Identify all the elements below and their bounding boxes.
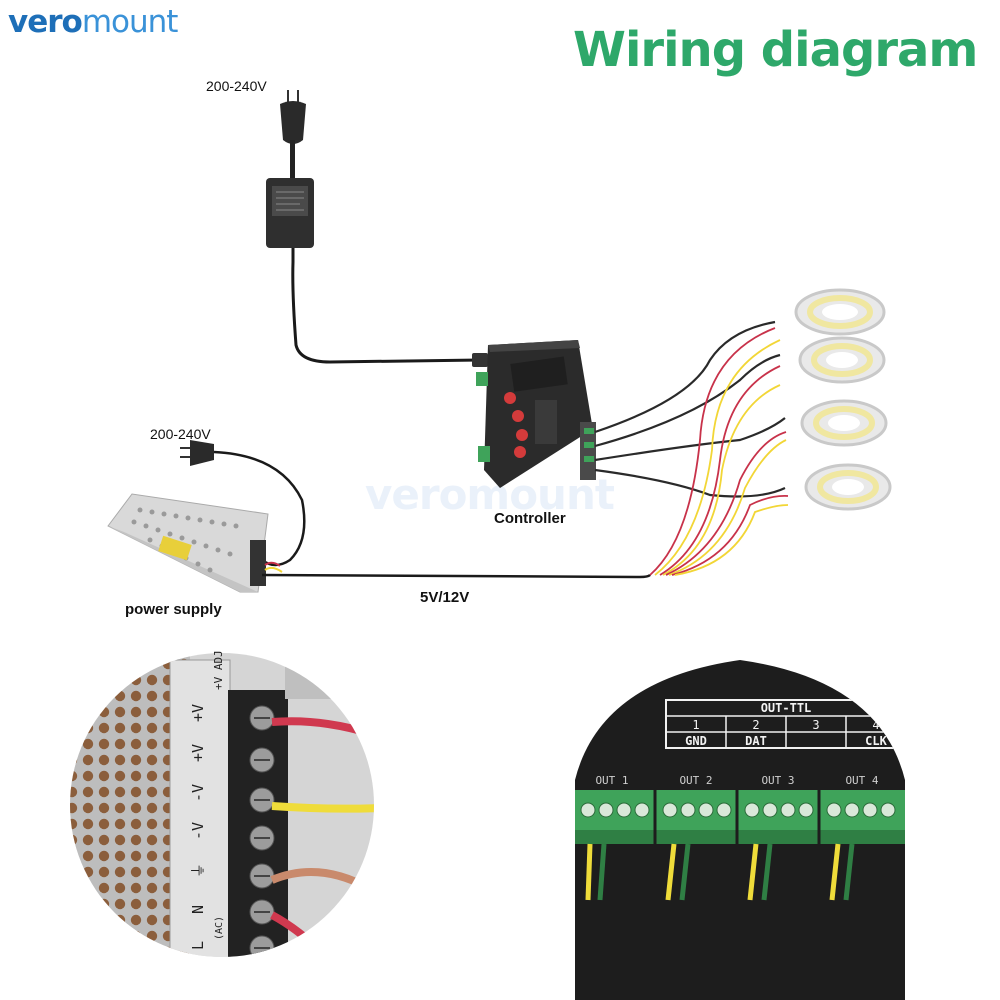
port-label-out-2: OUT 2 [679, 774, 712, 787]
terminal-label-v-plus-1: +V [189, 704, 207, 722]
power-supply-label: power supply [125, 601, 222, 618]
port-label-out-3: OUT 3 [761, 774, 794, 787]
page-title: Wiring diagram [573, 22, 978, 78]
led-strip-reel-3 [800, 399, 888, 447]
terminal-label-v-minus-2: -V [189, 822, 207, 840]
psu-eu-plug [180, 440, 214, 466]
out-ttl-signal-gnd: GND [685, 734, 707, 748]
psu-terminal-closeup [70, 653, 374, 957]
power-supply-unit [107, 493, 269, 593]
controller-device [476, 340, 596, 488]
out-ttl-num-2: 2 [752, 718, 759, 732]
veromount-logo: veromount [8, 4, 179, 40]
logo-part-1: vero [8, 4, 83, 40]
out-ttl-signal-clk: CLK [865, 734, 887, 748]
eu-plug-adapter [280, 90, 306, 178]
terminal-label-ground: ⏚ [189, 863, 207, 878]
adapter-voltage-label: 200-240V [206, 78, 267, 94]
out-ttl-signal-dat: DAT [745, 734, 767, 748]
watermark: veromount [365, 470, 615, 519]
led-strip-reel-2 [798, 336, 886, 384]
power-adapter-brick [266, 178, 314, 248]
psu-terminal-labels: +V +V -V -V ⏚ N L +V ADJ (AC) [189, 650, 225, 950]
logo-part-2: mount [81, 4, 179, 40]
terminal-label-v-minus-1: -V [189, 784, 207, 802]
out-ttl-closeup: OUT-TTL 1 2 3 4 GND DAT CLK OUT 1 OUT 2 … [575, 660, 905, 1000]
terminal-label-adj: +V ADJ [212, 650, 225, 690]
controller-label: Controller [494, 510, 566, 527]
output-voltage-label: 5V/12V [420, 589, 470, 606]
controller-output-cables [594, 320, 786, 498]
terminal-label-ac: (AC) [214, 916, 225, 940]
out-ttl-header: OUT-TTL [761, 701, 812, 715]
adapter-cable [291, 248, 481, 364]
psu-voltage-label: 200-240V [150, 426, 211, 442]
out-ttl-num-1: 1 [692, 718, 699, 732]
led-strip-reel-1 [794, 288, 886, 336]
terminal-label-v-plus-2: +V [189, 744, 207, 762]
led-strip-reel-4 [804, 463, 892, 511]
dc-jack [472, 353, 488, 367]
port-label-out-4: OUT 4 [845, 774, 878, 787]
strip-supply-wires [649, 327, 789, 576]
port-label-out-1: OUT 1 [595, 774, 628, 787]
terminal-label-l: L [189, 941, 207, 950]
out-ttl-num-4: 4 [872, 718, 879, 732]
out-ttl-num-3: 3 [812, 718, 819, 732]
terminal-label-n: N [189, 905, 207, 914]
dc-output-cable [261, 573, 651, 579]
